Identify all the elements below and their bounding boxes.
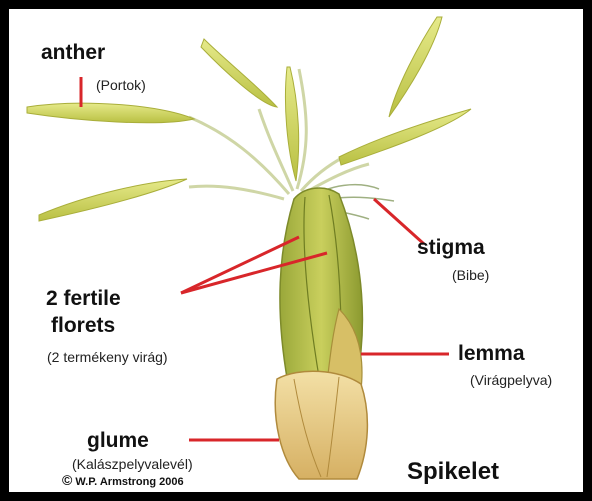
glume-label: glume (87, 429, 149, 453)
copyright-icon: © (62, 472, 72, 488)
credit-text: W.P. Armstrong 2006 (75, 476, 183, 488)
stigma-label: stigma (417, 236, 485, 260)
lemma-label: lemma (458, 342, 525, 366)
lemma-translation: (Virágpelyva) (470, 372, 552, 388)
stigma-translation: (Bibe) (452, 267, 489, 283)
anther-translation: (Portok) (96, 77, 146, 93)
florets-translation: (2 termékeny virág) (47, 349, 168, 365)
credit-line: © W.P. Armstrong 2006 (62, 472, 184, 488)
florets-label-line2: florets (51, 314, 115, 338)
leader-lines (81, 77, 449, 440)
anther-label: anther (41, 41, 105, 65)
glume-translation: (Kalászpelyvalevél) (72, 456, 193, 472)
glume-drawing (275, 371, 367, 479)
florets-label-line1: 2 fertile (46, 287, 121, 311)
diagram-title: Spikelet (407, 458, 499, 486)
